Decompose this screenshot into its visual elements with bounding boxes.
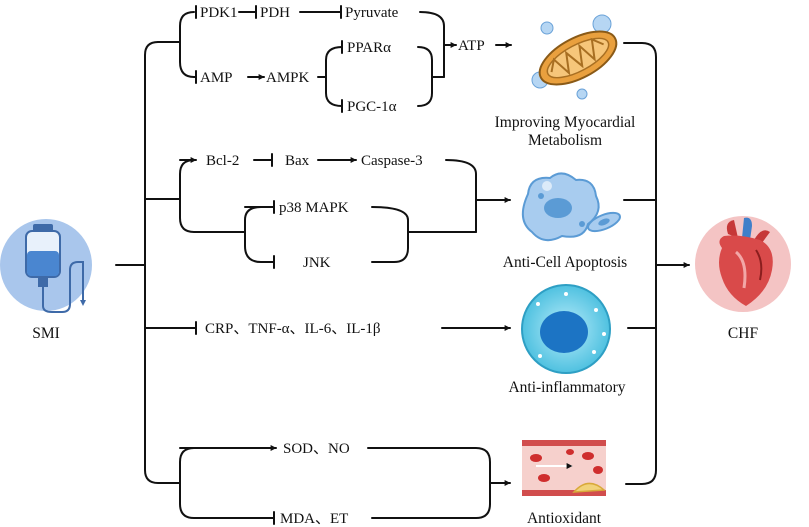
iv-drip-bag-icon: [0, 219, 92, 313]
pyruvate-label: Pyruvate: [345, 5, 399, 21]
ampk-label: AMPK: [266, 70, 310, 86]
pgc-label: PGC-1α: [347, 99, 397, 115]
metabolism-caption-line1: Improving Myocardial: [495, 114, 636, 131]
pdk1-label: PDK1: [200, 5, 238, 21]
chf-label: CHF: [728, 325, 759, 342]
bcl2-label: Bcl-2: [206, 153, 239, 169]
apoptotic-cell-icon: [521, 172, 621, 242]
immune-cell-icon: [521, 284, 611, 374]
inflammation-caption: Anti-inflammatory: [508, 379, 625, 396]
oxidation-caption: Antioxidant: [527, 510, 602, 527]
amp-label: AMP: [200, 70, 233, 86]
sod-label: SOD、NO: [283, 441, 350, 457]
mda-label: MDA、ET: [280, 511, 348, 527]
apoptosis-caption: Anti-Cell Apoptosis: [503, 254, 627, 271]
pdh-label: PDH: [260, 5, 290, 21]
mitochondria-icon: [531, 14, 618, 100]
connector-lines: [115, 5, 690, 525]
p38-label: p38 MAPK: [279, 200, 349, 216]
smi-label: SMI: [32, 325, 60, 342]
atp-label: ATP: [458, 38, 485, 54]
metabolism-caption-line2: Metabolism: [528, 132, 602, 149]
jnk-label: JNK: [303, 255, 331, 271]
caspase-label: Caspase-3: [361, 153, 423, 169]
inflammation-markers-label: CRP、TNF-α、IL-6、IL-1β: [205, 321, 380, 337]
ppar-label: PPARα: [347, 40, 391, 56]
heart-icon: [695, 216, 791, 312]
blood-vessel-icon: [522, 440, 606, 496]
bax-label: Bax: [285, 153, 310, 169]
